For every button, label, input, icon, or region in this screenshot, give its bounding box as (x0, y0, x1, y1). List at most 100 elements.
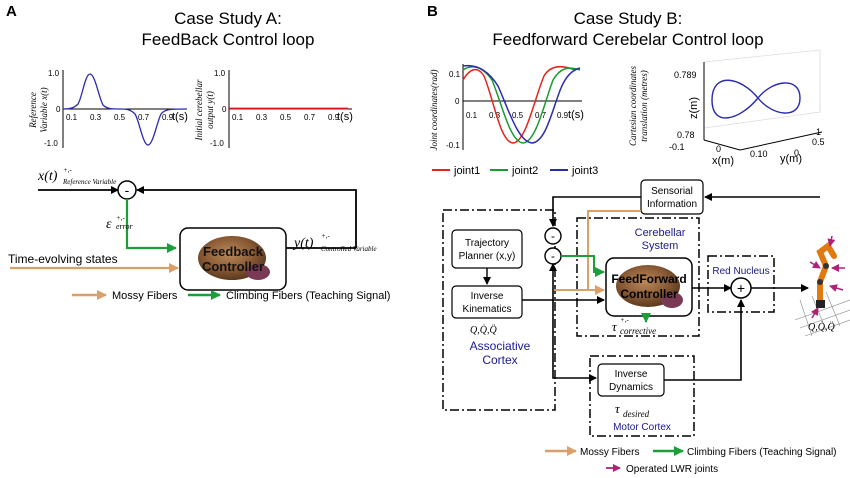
comparator-left-sign: - (551, 249, 555, 263)
z-tick-bottom: 0.78 (677, 130, 695, 140)
ylabel-output-1: Initial cerebellar (194, 79, 204, 141)
legend-a: Mossy Fibers Climbing Fibers (Teaching S… (72, 290, 390, 302)
legend-mossy-label: Mossy Fibers (580, 447, 639, 458)
panel-a-letter: A (6, 3, 17, 20)
y-tick: 0 (794, 148, 799, 158)
sensorial-to-comparator (549, 196, 641, 227)
cerebellum-icon (246, 264, 270, 280)
x-tick-labels: 0.1 0.3 0.5 0.7 0.9 (66, 113, 174, 122)
cerebellar-system-region (576, 217, 700, 337)
x-tick: 0.3 (256, 113, 268, 122)
cart-ylabel-1: Cartesian coordinates (628, 66, 638, 146)
tick-y-bottom: -1.0 (210, 139, 224, 148)
box-floor-depth (703, 139, 741, 151)
tick-y-zero: 0 (222, 105, 227, 114)
x-ref-super: +,- (63, 166, 72, 174)
inv-dyn-label-1: Inverse (615, 369, 648, 380)
cerebellar-label-2: System (642, 240, 679, 252)
ylabel-reference-2: Variable x(t) (39, 87, 49, 132)
x-ref-sub: Reference Variable (62, 178, 116, 186)
comparator-top (544, 227, 562, 245)
panel-b-letter: B (427, 3, 438, 20)
y-tick: 0.5 (812, 137, 825, 147)
tick-y-top: 0.1 (449, 70, 461, 79)
comparator-sign: - (125, 182, 130, 198)
y-super: +,- (321, 232, 330, 240)
x-tick-labels: 0.1 0.3 0.5 0.7 0.9 (232, 113, 340, 122)
inv-dyn-label-2: Dynamics (609, 382, 653, 393)
sensorial-mossy (587, 210, 641, 290)
tau-des-main: τ (615, 401, 621, 416)
tau-corr-main: τ (612, 319, 618, 334)
legend-operated-label: Operated LWR joints (626, 464, 718, 475)
panel-b-title-2: Feedforward Cerebelar Control loop (492, 30, 763, 49)
cart-ylabel-2: translation (metres) (639, 70, 649, 141)
box-back (703, 50, 821, 129)
error-main: ε (106, 217, 112, 232)
robot-arm (794, 235, 850, 337)
y-tick: 1 (816, 127, 821, 137)
z-label: z(m) (688, 97, 700, 119)
lemniscate-curve (711, 79, 801, 119)
x-tick: 0.3 (489, 111, 501, 120)
controller-label-2: Controller (202, 259, 264, 274)
x-tick: 0.1 (466, 111, 478, 120)
controller-label-1: Feedback (203, 244, 264, 259)
associative-label-2: Cortex (482, 353, 517, 367)
sensorial-label-2: Information (647, 199, 697, 210)
cerebellar-label-1: Cerebellar (635, 227, 686, 239)
x-tick: 0.9 (557, 111, 569, 120)
y-label: y(m) (780, 153, 802, 165)
joint-ylabel: Joint coordinates(rad) (429, 70, 439, 151)
panel-a-title-1: Case Study A: (174, 9, 282, 28)
tick-y-bottom: -0.1 (446, 141, 460, 150)
kinematics-to-dynamics (552, 300, 597, 382)
legend-climbing-label: Climbing Fibers (Teaching Signal) (687, 447, 837, 458)
tau-des-sub: desired (623, 409, 650, 419)
trajectory-label-1: Trajectory (465, 238, 509, 249)
ylabel-reference-1: Reference (28, 92, 38, 129)
x-tick: 0.7 (304, 113, 316, 122)
feedback-line (136, 186, 357, 248)
ff-label-1: FeedForward (611, 272, 686, 286)
summation-sign: + (737, 280, 745, 296)
box-floor-right (739, 131, 823, 151)
x-tick: 0.1 (232, 113, 244, 122)
red-nucleus-label: Red Nucleus (712, 266, 769, 277)
y-main: y(t) (292, 236, 314, 251)
x-ref-main: x(t) (37, 169, 58, 184)
plot-cerebellar-output: 1.0 0 -1.0 0.1 0.3 0.5 0.7 0.9 t(s) Init… (194, 69, 353, 148)
legend-joint1-label: joint1 (453, 165, 480, 177)
x-unit: t(s) (337, 111, 353, 123)
x-tick: 0.10 (750, 149, 768, 159)
robot-joint (823, 263, 829, 269)
inv-kin-label-1: Inverse (471, 291, 504, 302)
motor-cortex-region (589, 355, 695, 437)
x-tick: 0.9 (328, 113, 340, 122)
diagram-feedforward-loop: Associative Cortex Trajectory Planner (x… (442, 179, 850, 437)
legend-climbing-label: Climbing Fibers (Teaching Signal) (226, 290, 390, 302)
x-tick: 0.5 (114, 113, 126, 122)
box-top (703, 49, 821, 63)
climbing-signal-line (561, 255, 605, 277)
inv-kin-label-2: Kinematics (463, 304, 512, 315)
tick-y-bottom: -1.0 (44, 139, 58, 148)
plot-reference-variable: 1.0 0 -1.0 0.1 0.3 0.5 0.7 0.9 t(s) Refe… (28, 69, 188, 148)
ylabel-output-2: output y(t) (205, 91, 215, 129)
joint-arrow (827, 235, 836, 247)
x-unit: t(s) (568, 109, 584, 121)
dynamics-to-sum (664, 299, 745, 381)
x-tick: 0 (716, 144, 721, 154)
x-tick: -0.1 (669, 142, 685, 152)
legend-joint3-label: joint3 (571, 165, 598, 177)
joint-arrow (829, 284, 844, 292)
x-label: x(m) (712, 155, 734, 167)
legend-mossy-label: Mossy Fibers (112, 290, 178, 302)
cerebellum-icon (661, 292, 683, 308)
plot-cartesian: 0.789 0.78 z(m) -0.1 0 0.10 x(m) 0 0.5 1… (628, 49, 825, 167)
robot-base (816, 300, 825, 308)
trajectory-label-2: Planner (x,y) (459, 251, 516, 262)
legend-joint2-label: joint2 (511, 165, 538, 177)
states-label: Time-evolving states (8, 252, 118, 266)
